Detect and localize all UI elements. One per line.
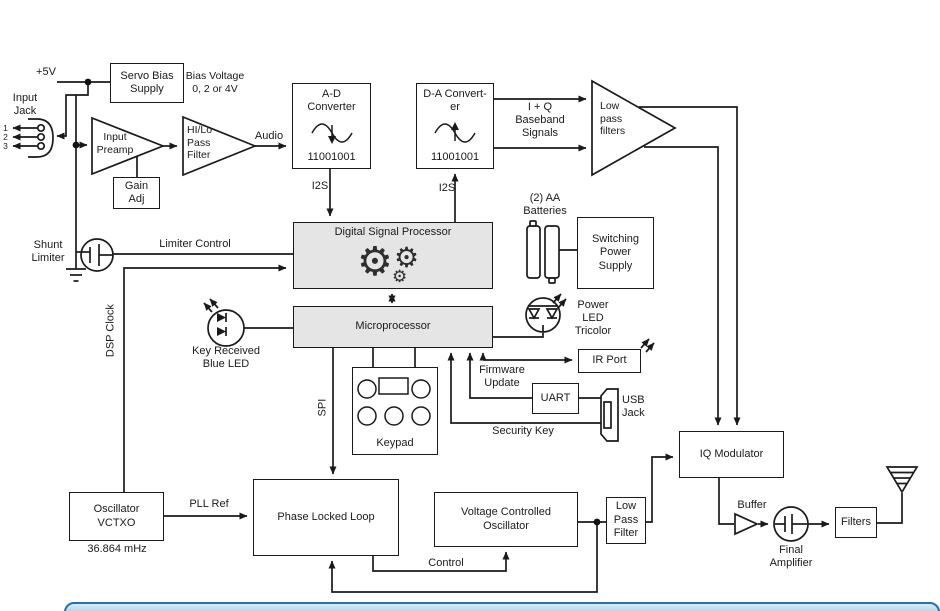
dsp-label: Digital Signal Processor	[334, 226, 452, 238]
wire-dsp-clock	[123, 264, 287, 492]
sine-wave-up-icon	[434, 121, 476, 143]
usb-jack-label: USB Jack	[622, 394, 645, 420]
lowpass-filters-triangle-icon	[591, 79, 677, 177]
wire-firmware-update	[466, 352, 532, 399]
microprocessor-label: Microprocessor	[355, 320, 431, 333]
ground-icon	[66, 252, 86, 282]
jack-pin2-label: 2	[3, 132, 8, 142]
wire-pll-feedback	[328, 522, 598, 593]
keypad-keys-icon	[357, 377, 431, 426]
iq-modulator-label: IQ Modulator	[699, 447, 764, 460]
low-pass-filters-label: Low pass filters	[600, 100, 626, 138]
wire-micro-to-powerled	[493, 333, 544, 338]
vco-box: Voltage Controlled Oscillator	[434, 492, 578, 547]
keypad-box: Keypad	[352, 367, 438, 455]
security-key-label: Security Key	[492, 425, 554, 437]
buffer-triangle-icon	[734, 512, 760, 536]
bias-voltage-label: Bias Voltage 0, 2 or 4V	[185, 70, 245, 95]
pll-label: Phase Locked Loop	[277, 510, 375, 523]
input-jack-icon	[12, 118, 54, 158]
gain-adj-box: Gain Adj	[113, 177, 160, 209]
final-amplifier-label: Final Amplifier	[769, 544, 813, 570]
key-received-led-icon	[203, 298, 245, 347]
uart-box: UART	[532, 383, 579, 414]
dsp-box: Digital Signal Processor	[293, 222, 493, 289]
wire-control	[372, 551, 510, 572]
filters-label: Filters	[841, 515, 871, 528]
ad-converter-box: A-D Converter 11001001	[292, 83, 371, 169]
ad-converter-label: A-D Converter	[307, 88, 356, 114]
low-pass-filter-box: Low Pass Filter	[606, 497, 646, 544]
gear-icon: ⚙	[357, 240, 393, 284]
dsp-clock-label: DSP Clock	[104, 304, 117, 358]
batteries-label: (2) AA Batteries	[523, 192, 567, 218]
hilo-filter-label: HI/Lo Pass Filter	[187, 124, 213, 162]
filters-box: Filters	[835, 507, 877, 538]
gear-icon: ⚙	[392, 267, 408, 286]
plus5v-label: +5V	[36, 66, 56, 78]
battery-icon	[526, 220, 560, 284]
ad-bits-label: 11001001	[307, 150, 356, 163]
page-accent-bar	[64, 602, 940, 611]
switching-power-supply-box: Switching Power Supply	[577, 217, 654, 289]
oscillator-label: Oscillator VCTXO	[93, 503, 140, 529]
iq-modulator-box: IQ Modulator	[679, 431, 784, 478]
hilo-filter-triangle-icon	[182, 115, 258, 177]
final-amplifier-transistor-icon	[773, 506, 809, 542]
gear-icon: ⚙	[394, 242, 420, 273]
jack-pin1-label: 1	[3, 123, 8, 133]
wire-bias-to-jack	[56, 82, 89, 140]
i2s-right-label: I2S	[438, 182, 456, 194]
iq-baseband-label: I + Q Baseband Signals	[515, 101, 565, 140]
shunt-limiter-label: Shunt Limiter	[31, 239, 65, 265]
symbols	[12, 79, 919, 542]
wire-security-key	[447, 352, 601, 424]
limiter-control-label: Limiter Control	[159, 238, 231, 250]
spi-label: SPI	[316, 398, 329, 417]
jack-pin3-label: 3	[3, 141, 8, 151]
pll-ref-label: PLL Ref	[189, 498, 229, 510]
wires	[56, 81, 903, 593]
power-led-label: Power LED Tricolor	[574, 299, 612, 338]
mosfet-shunt-limiter-icon	[76, 238, 114, 272]
switching-power-supply-label: Switching Power Supply	[591, 232, 640, 272]
input-jack-label: Input Jack	[12, 92, 38, 118]
da-converter-label: D-A Convert- er	[423, 88, 487, 114]
input-preamp-label: Input Preamp	[96, 131, 134, 156]
oscillator-frequency-label: 36.864 mHz	[87, 543, 147, 555]
da-bits-label: 11001001	[430, 150, 480, 163]
servo-bias-supply-label: Servo Bias Supply	[120, 69, 174, 95]
ir-port-box: IR Port	[578, 349, 641, 373]
usb-plug-icon	[600, 388, 619, 442]
vco-label: Voltage Controlled Oscillator	[461, 506, 551, 532]
buffer-label: Buffer	[737, 499, 767, 511]
uart-label: UART	[540, 391, 571, 404]
key-received-led-label: Key Received Blue LED	[192, 345, 260, 371]
da-converter-box: D-A Convert- er 11001001	[416, 83, 494, 169]
i2s-left-label: I2S	[311, 180, 329, 192]
ir-emission-icon	[640, 338, 655, 353]
sine-wave-down-icon	[310, 122, 353, 144]
pll-box: Phase Locked Loop	[253, 479, 399, 556]
wire-filters-to-antenna	[877, 493, 903, 524]
wire-iqmod-to-buffer	[718, 478, 734, 525]
antenna-icon	[885, 466, 919, 494]
wire-i-to-iqmod	[639, 106, 741, 426]
wire-q-to-iqmod	[644, 146, 722, 426]
wire-lpf-to-iqmod	[646, 453, 674, 523]
oscillator-box: Oscillator VCTXO	[69, 492, 164, 541]
ir-port-label: IR Port	[592, 354, 627, 367]
keypad-label: Keypad	[376, 436, 414, 449]
microprocessor-box: Microprocessor	[293, 306, 493, 348]
servo-bias-supply-box: Servo Bias Supply	[110, 63, 184, 103]
control-label: Control	[428, 557, 464, 569]
gain-adj-label: Gain Adj	[124, 179, 149, 205]
preamp-triangle-icon	[91, 116, 166, 176]
power-led-icon	[525, 293, 567, 333]
low-pass-filter-label: Low Pass Filter	[613, 500, 639, 540]
audio-label: Audio	[254, 130, 284, 142]
firmware-update-label: Firmware Update	[479, 364, 525, 390]
junction-dots	[72, 78, 601, 526]
